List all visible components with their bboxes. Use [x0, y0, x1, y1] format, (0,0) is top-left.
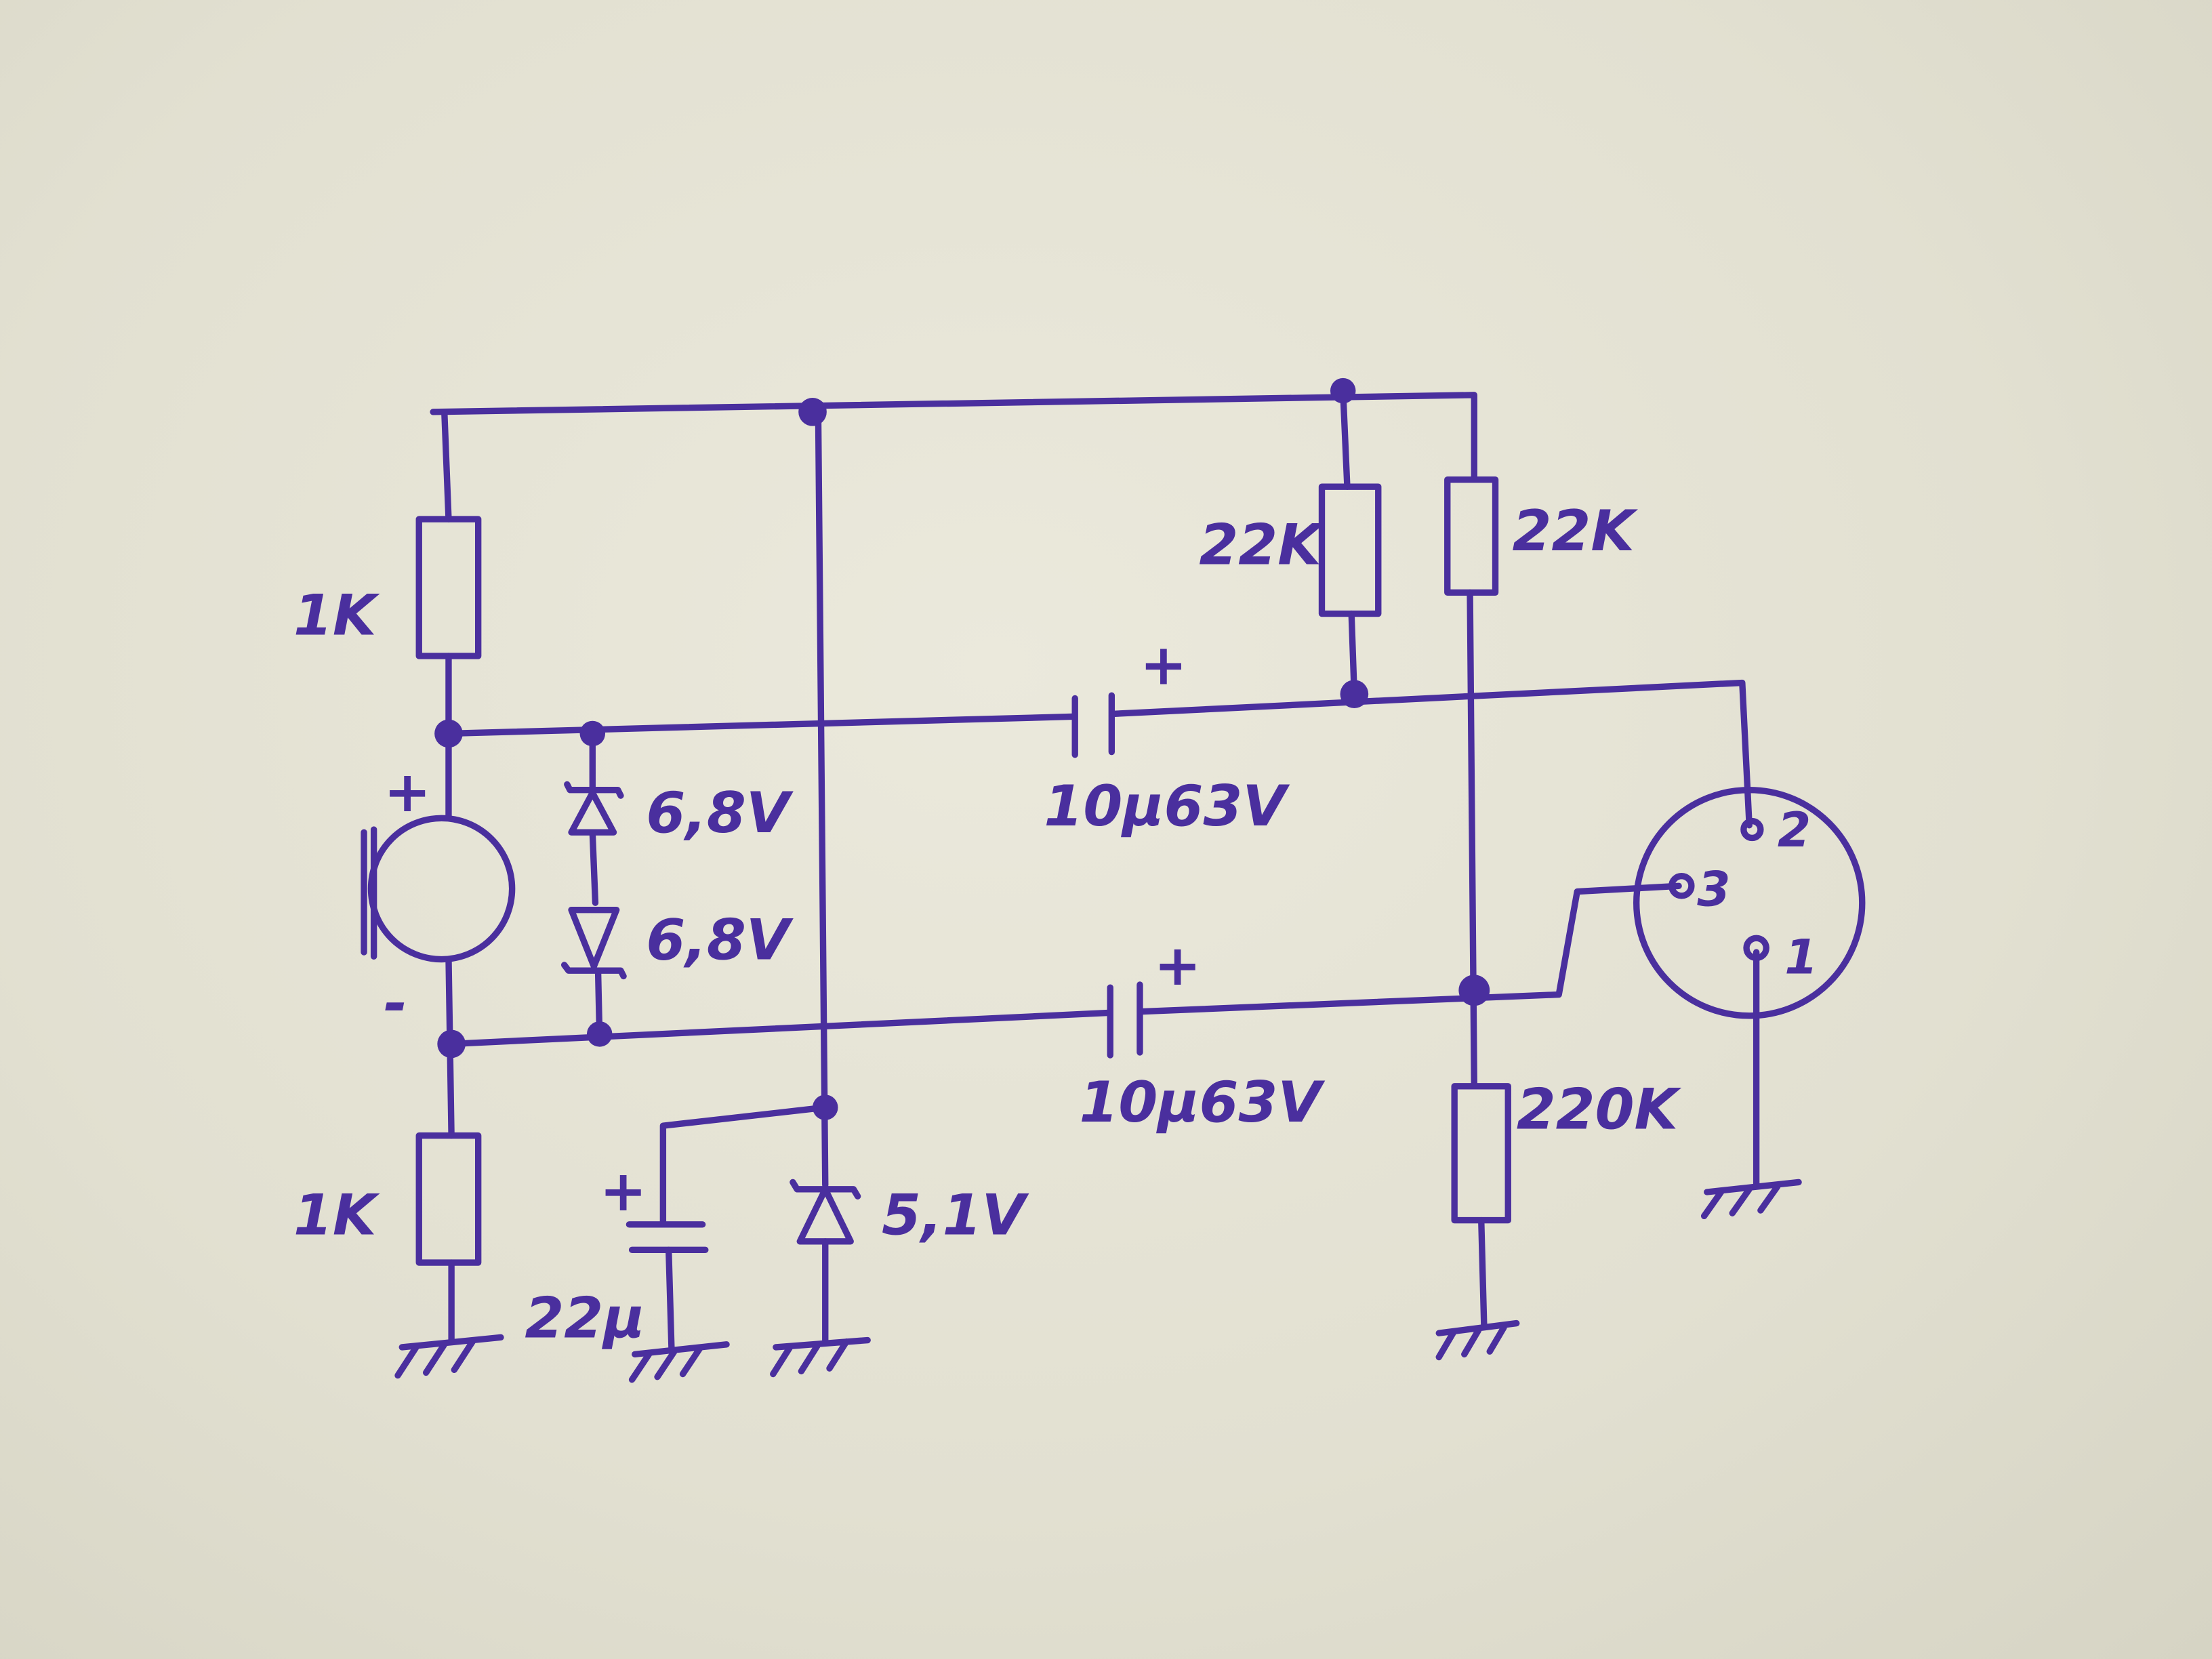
resistor-22k-right: [1444, 476, 1499, 596]
label-cap-bottom: 10µ63V: [1079, 1069, 1325, 1135]
label-xlr-pin1: 1: [1784, 928, 1818, 985]
label-zener1: 6,8V: [646, 780, 793, 846]
resistor-1k-bottom: [415, 1132, 482, 1266]
label-r1-bottom: 1K: [293, 1182, 380, 1248]
zener-diode-6v8-2: [560, 906, 627, 980]
zener-diode-6v8-1: [564, 781, 624, 906]
label-zener2: 6,8V: [646, 907, 793, 973]
label-xlr-pin3: 3: [1697, 861, 1730, 917]
label-xlr-pin2: 2: [1778, 802, 1811, 858]
resistor-1k-top: [415, 516, 482, 659]
label-22k-left: 22K: [1199, 512, 1325, 578]
junctions: [434, 377, 1490, 1120]
label-cap-top-plus: +: [1140, 632, 1187, 698]
label-mic-plus: +: [384, 759, 431, 825]
zener-diode-5v1: [790, 1179, 861, 1245]
resistor-22k-left: [1318, 483, 1382, 617]
label-22k-right: 22K: [1513, 498, 1639, 564]
label-22u: 22µ: [525, 1285, 644, 1351]
label-5v1: 5,1V: [882, 1182, 1029, 1248]
xlr-connector: [1633, 787, 1866, 1019]
label-cap-bottom-plus: +: [1154, 933, 1202, 998]
label-mic-minus: -: [384, 970, 407, 1036]
capacitor-22u: [626, 1221, 709, 1254]
ground-symbols: [394, 1179, 1802, 1383]
label-220k: 220K: [1517, 1076, 1682, 1142]
microphone: [361, 815, 516, 963]
wires: [430, 387, 1760, 1351]
label-22u-plus: +: [600, 1158, 647, 1224]
label-r1-top: 1K: [293, 583, 380, 649]
capacitor-10u-top: [1071, 692, 1115, 758]
capacitor-10u-bottom: [1107, 981, 1143, 1059]
label-cap-top: 10µ63V: [1044, 773, 1290, 839]
resistor-220k: [1451, 1083, 1511, 1224]
